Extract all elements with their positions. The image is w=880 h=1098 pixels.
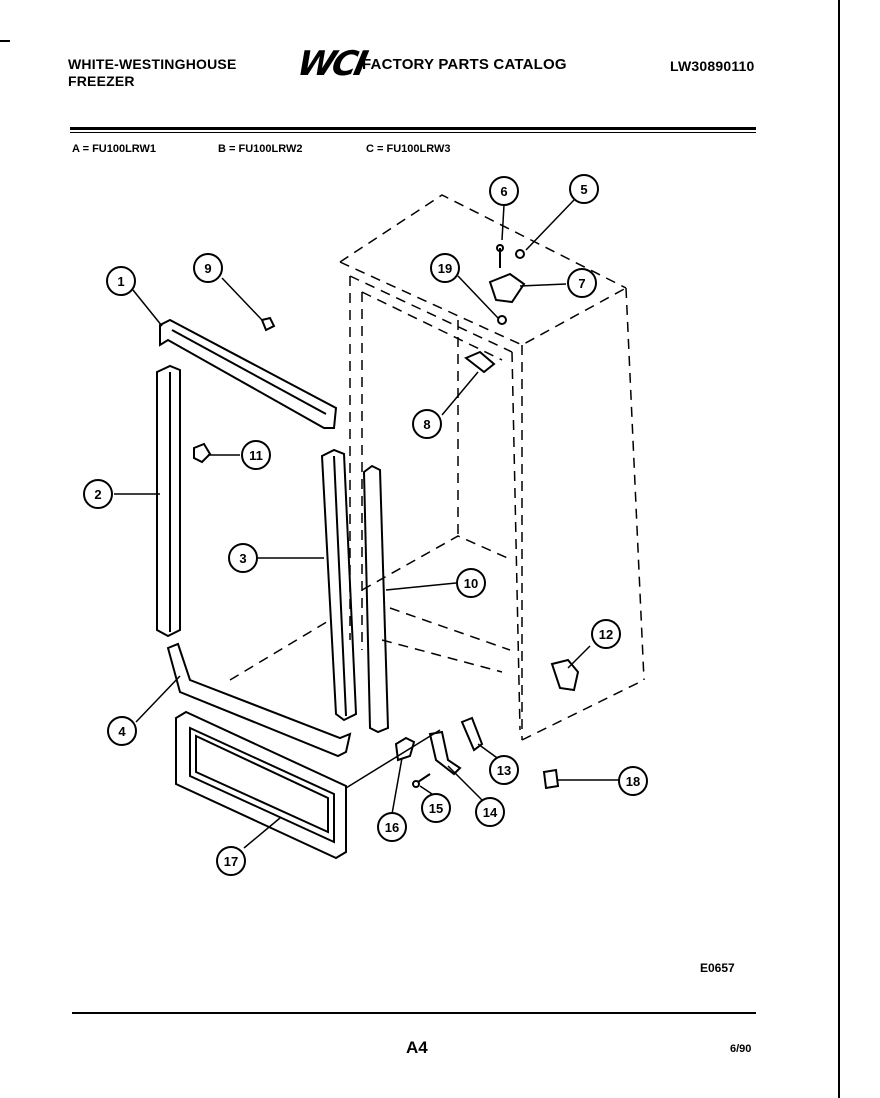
svg-text:1: 1 <box>117 274 124 289</box>
callout-2: 2 <box>83 479 113 509</box>
callout-17: 17 <box>216 846 246 876</box>
door-parts <box>156 244 580 860</box>
callout-16: 16 <box>377 812 407 842</box>
brand-block: WHITE-WESTINGHOUSE FREEZER <box>68 56 236 90</box>
left-trim <box>156 364 181 638</box>
page-border-right <box>838 0 840 1098</box>
top-hinge <box>488 272 526 304</box>
screw-6 <box>496 244 504 252</box>
svg-text:11: 11 <box>249 448 263 463</box>
svg-text:7: 7 <box>578 276 585 291</box>
catalog-title: FACTORY PARTS CATALOG <box>362 56 567 73</box>
callout-8: 8 <box>412 409 442 439</box>
svg-text:9: 9 <box>204 261 211 276</box>
hinge-plate-13 <box>460 716 484 752</box>
callout-15: 15 <box>421 793 451 823</box>
header-rule-thick <box>70 127 756 130</box>
bottom-trim <box>166 642 352 758</box>
svg-text:2: 2 <box>94 487 101 502</box>
leader-lines <box>114 199 620 849</box>
callout-14: 14 <box>475 797 505 827</box>
screw-9 <box>260 316 276 332</box>
top-trim <box>159 318 338 429</box>
callout-11: 11 <box>241 440 271 470</box>
callout-9: 9 <box>193 253 223 283</box>
callout-10: 10 <box>456 568 486 598</box>
svg-text:17: 17 <box>224 854 238 869</box>
svg-text:10: 10 <box>464 576 478 591</box>
drawing-code: E0657 <box>700 961 735 975</box>
page-number: A4 <box>406 1038 428 1057</box>
screw-5 <box>515 249 525 259</box>
callout-19: 19 <box>430 253 460 283</box>
door-panel <box>175 710 347 860</box>
svg-text:18: 18 <box>626 774 640 789</box>
svg-text:4: 4 <box>118 724 126 739</box>
bracket-12 <box>550 658 580 692</box>
callout-4: 4 <box>107 716 137 746</box>
screw-15 <box>412 780 420 788</box>
gasket-strip <box>362 464 390 734</box>
svg-text:16: 16 <box>385 820 399 835</box>
callout-7: 7 <box>567 268 597 298</box>
callout-1: 1 <box>106 266 136 296</box>
model-b: B = FU100LRW2 <box>218 143 303 155</box>
svg-text:12: 12 <box>599 627 613 642</box>
header-rule-thin <box>70 132 756 133</box>
svg-text:13: 13 <box>497 763 511 778</box>
document-number: LW30890110 <box>670 58 755 74</box>
svg-text:3: 3 <box>239 551 246 566</box>
svg-text:6: 6 <box>500 184 507 199</box>
callout-6: 6 <box>489 176 519 206</box>
callout-5: 5 <box>569 174 599 204</box>
cabinet-outline <box>229 194 645 741</box>
hinge-pin-16 <box>394 736 416 762</box>
svg-text:15: 15 <box>429 801 443 816</box>
catalog-date: 6/90 <box>730 1043 752 1055</box>
callouts: 1 9 6 5 19 7 8 11 2 3 10 12 4 13 18 15 1… <box>83 174 648 876</box>
product-type: FREEZER <box>68 73 135 89</box>
callout-3: 3 <box>228 543 258 573</box>
callout-18: 18 <box>618 766 648 796</box>
margin-tick <box>0 40 10 42</box>
hinge-trim <box>320 448 358 722</box>
callout-12: 12 <box>591 619 621 649</box>
model-a: A = FU100LRW1 <box>72 143 157 155</box>
footer-rule <box>72 1012 756 1014</box>
leveling-leg-18 <box>542 768 560 790</box>
svg-text:5: 5 <box>580 182 587 197</box>
brand-name: WHITE-WESTINGHOUSE <box>68 56 237 72</box>
washer-19 <box>497 315 507 325</box>
clip-11 <box>193 442 212 464</box>
svg-text:14: 14 <box>483 805 498 820</box>
hinge-14 <box>428 730 462 776</box>
model-c: C = FU100LRW3 <box>366 143 451 155</box>
bracket-8 <box>464 350 496 374</box>
svg-text:19: 19 <box>438 261 452 276</box>
svg-text:8: 8 <box>423 417 430 432</box>
callout-13: 13 <box>489 755 519 785</box>
